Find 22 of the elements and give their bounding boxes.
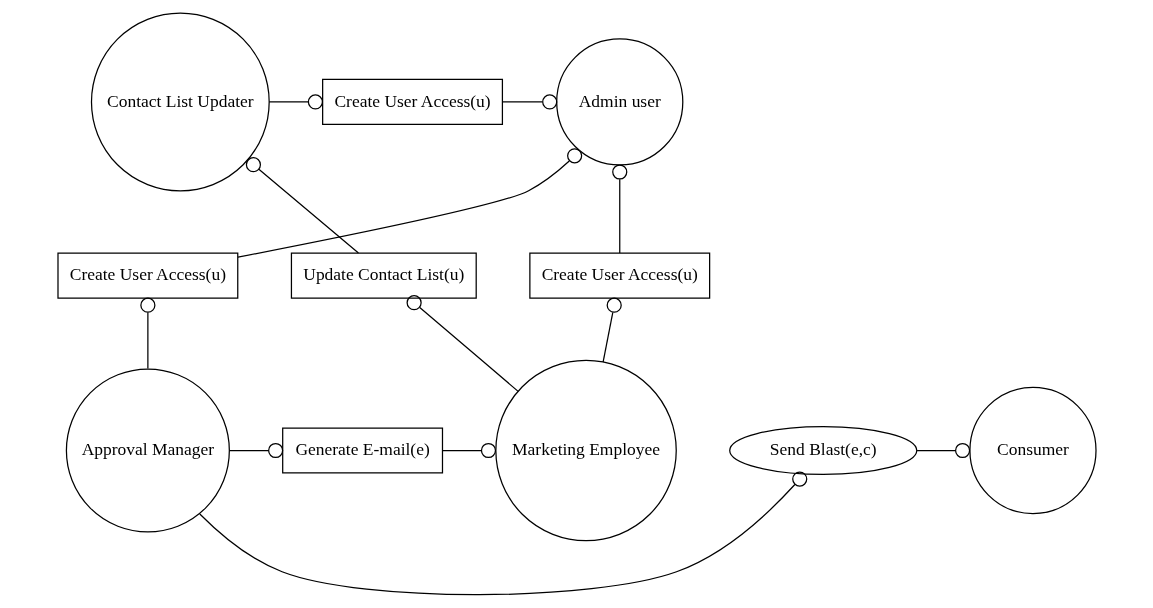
node-box: Create User Access(u) [321, 78, 503, 126]
node-box: Generate E-mail(e) [281, 427, 443, 474]
connector [501, 94, 557, 110]
node-circle: Contact List Updater [90, 12, 270, 192]
node-circle: Consumer [968, 386, 1097, 515]
connector [236, 148, 582, 258]
connector [915, 442, 970, 459]
connector [228, 442, 283, 459]
connector [268, 94, 323, 110]
connector [601, 297, 622, 363]
connector [198, 471, 807, 596]
node-ellipse: Send Blast(e,c) [728, 425, 917, 476]
node-box: Create User Access(u) [56, 252, 238, 299]
connector [441, 442, 496, 459]
node-box: Create User Access(u) [528, 252, 710, 299]
node-circle: Approval Manager [65, 368, 230, 533]
connector [611, 164, 627, 254]
node-circle: Marketing Employee [494, 359, 677, 542]
connector [406, 295, 519, 392]
connector [139, 297, 155, 370]
connector [245, 157, 359, 254]
node-box: Update Contact List(u) [290, 252, 477, 299]
